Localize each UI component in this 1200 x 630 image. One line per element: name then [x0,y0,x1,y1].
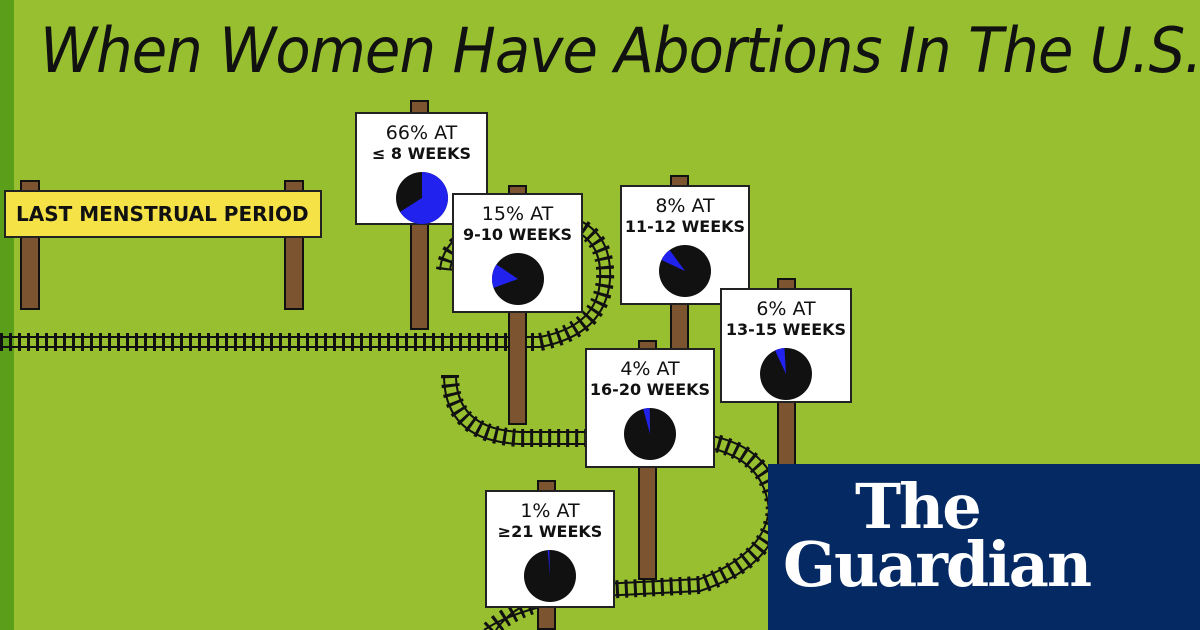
stat-percent-label: 6% AT [756,298,816,320]
stat-period-label: 13-15 WEEKS [725,320,847,339]
stat-percent-label: 8% AT [655,195,715,217]
stat-period-label: ≤ 8 WEEKS [371,144,472,163]
pie-chart [491,253,544,305]
logo-line-2: Guardian [783,528,1092,601]
stat-period-label: ≥21 WEEKS [497,522,603,541]
stat-sign: 66% AT≤ 8 WEEKS [355,112,488,225]
pie-chart [659,245,711,297]
left-border [0,0,14,630]
pie-slice-share [643,408,650,434]
pie-chart [395,172,448,224]
page-title: When Women Have Abortions In The U.S. [40,14,1200,87]
logo-line-1: The [855,470,982,543]
guardian-logo: The Guardian [768,464,1200,630]
last-menstrual-period-sign: LAST MENSTRUAL PERIOD [4,190,322,238]
pie-slice-share [399,172,448,224]
stat-period-label: 16-20 WEEKS [589,380,711,399]
stat-period-label: 11-12 WEEKS [624,217,746,236]
pie-slice-share [491,264,518,288]
stat-sign: 1% AT≥21 WEEKS [485,490,615,608]
pie-chart [760,348,812,400]
stat-period-label: 9-10 WEEKS [462,225,573,244]
pie-chart [524,550,576,602]
stat-percent-label: 1% AT [520,500,580,522]
stat-percent-label: 15% AT [481,203,554,225]
pie-slice-share [775,348,786,374]
stat-percent-label: 4% AT [620,358,680,380]
stat-percent-label: 66% AT [385,122,458,144]
pie-chart [624,408,676,460]
pie-slice-share [661,250,685,271]
pie-slice-share [547,550,550,576]
